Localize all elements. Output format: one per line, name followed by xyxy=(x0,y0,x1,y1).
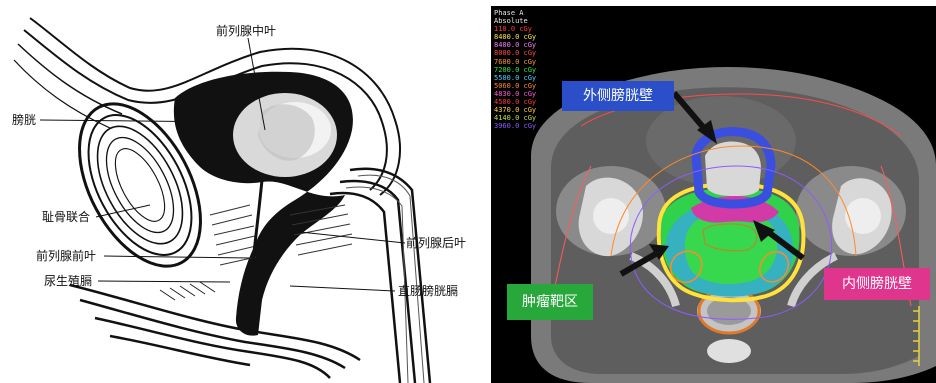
legend-level: 8000.0 cGy xyxy=(494,49,536,57)
legend-level: 7600.0 cGy xyxy=(494,58,536,66)
tumor-target-tag: 肿瘤靶区 xyxy=(507,284,593,320)
ct-image xyxy=(491,6,936,383)
label-prostate-anterior-lobe: 前列腺前叶 xyxy=(36,249,96,263)
legend-level: 110.0 cGy xyxy=(494,25,536,33)
anatomy-drawing xyxy=(0,0,478,383)
legend-level: 5060.0 cGy xyxy=(494,82,536,90)
legend-level: 4830.0 cGy xyxy=(494,90,536,98)
legend-level: 5500.0 cGy xyxy=(494,74,536,82)
label-pubic-symphysis: 耻骨联合 xyxy=(42,210,90,224)
legend-level: 4370.0 cGy xyxy=(494,106,536,114)
anatomy-panel: 前列腺中叶 膀胱 耻骨联合 前列腺前叶 尿生殖膈 前列腺后叶 直肠膀胱膈 xyxy=(0,0,478,383)
legend-phase: Phase A xyxy=(494,9,536,17)
legend-mode: Absolute xyxy=(494,17,536,25)
inner-bladder-wall-tag: 内侧膀胱壁 xyxy=(824,268,930,300)
label-urogenital-diaphragm: 尿生殖膈 xyxy=(44,274,92,288)
label-prostate-middle-lobe: 前列腺中叶 xyxy=(216,24,276,38)
legend-level: 8400.0 cGy xyxy=(494,33,536,41)
label-prostate-posterior-lobe: 前列腺后叶 xyxy=(406,236,466,250)
legend-level: 7200.0 cGy xyxy=(494,66,536,74)
legend-level: 4500.0 cGy xyxy=(494,98,536,106)
label-bladder: 膀胱 xyxy=(12,113,36,127)
legend-level: 4140.0 cGy xyxy=(494,114,536,122)
legend-level: 8400.0 cGy xyxy=(494,41,536,49)
outer-bladder-wall-tag: 外侧膀胱壁 xyxy=(562,81,674,111)
legend-level: 3960.0 cGy xyxy=(494,122,536,130)
label-rectovesical-septum: 直肠膀胱膈 xyxy=(398,284,458,298)
